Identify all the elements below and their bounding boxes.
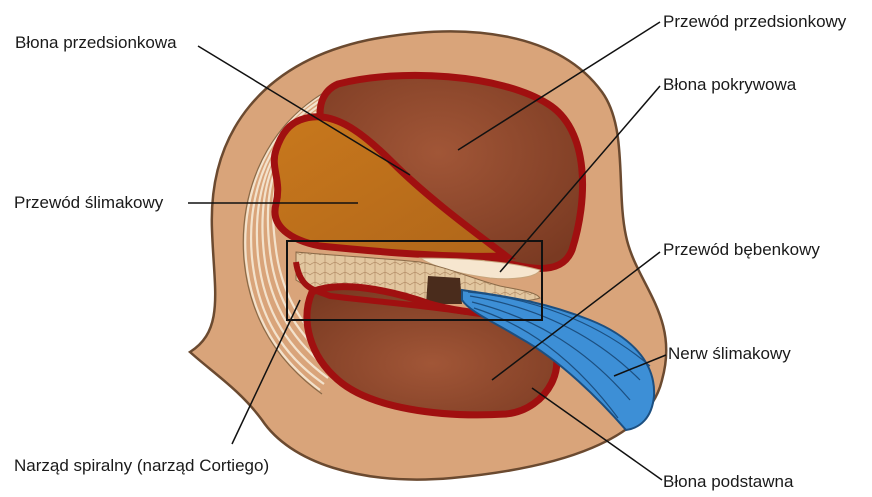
label-cochlear-nerve: Nerw ślimakowy: [668, 344, 791, 364]
label-organ-of-corti: Narząd spiralny (narząd Cortiego): [14, 456, 269, 476]
label-tectorial-membrane: Błona pokrywowa: [663, 75, 796, 95]
label-basilar-membrane: Błona podstawna: [663, 472, 793, 492]
label-vestibular-duct: Przewód przedsionkowy: [663, 12, 846, 32]
label-cochlear-duct: Przewód ślimakowy: [14, 193, 163, 213]
tunnel-of-corti: [426, 276, 462, 304]
label-vestibular-membrane: Błona przedsionkowa: [15, 33, 177, 53]
label-tympanic-duct: Przewód bębenkowy: [663, 240, 820, 260]
